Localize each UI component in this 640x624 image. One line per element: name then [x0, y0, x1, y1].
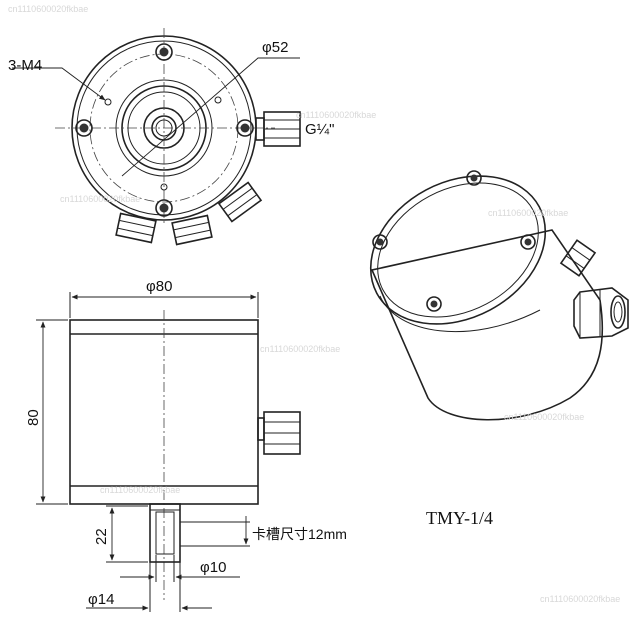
iso-main-fitting — [573, 287, 629, 339]
hole-callout-label: 3-M4 — [8, 57, 42, 74]
watermark-4: cn1110600020fkbae — [260, 344, 340, 354]
watermark-3: cn1110600020fkbae — [488, 208, 568, 218]
iso-body — [370, 229, 604, 421]
fitting-bottom-left — [115, 212, 157, 244]
iso-top-cap — [369, 175, 547, 325]
diameter-52-label: φ52 — [262, 39, 288, 56]
side-port-fitting — [255, 111, 301, 147]
iso-bolt-1 — [466, 170, 482, 186]
iso-bolt-2 — [372, 234, 388, 250]
iso-bolt-4 — [426, 296, 442, 312]
front-view: φ80 80 22 卡 — [25, 278, 347, 612]
top-view: 3-M4 φ52 G¼" — [8, 28, 335, 246]
watermark-7: cn1110600020fkbae — [540, 594, 620, 604]
m4-hole-3 — [160, 183, 168, 191]
stem-diameter-label: φ10 — [200, 559, 226, 576]
iso-top-rim — [377, 182, 539, 318]
front-side-fitting — [257, 411, 301, 455]
stem — [149, 503, 181, 563]
height-label: 80 — [25, 409, 42, 426]
stem-length-label: 22 — [93, 528, 110, 545]
slot-size-label: 卡槽尺寸12mm — [252, 526, 347, 542]
isometric-view — [369, 170, 629, 421]
watermark-6: cn1110600020fkbae — [100, 485, 180, 495]
m4-hole-1 — [104, 98, 112, 106]
fitting-bottom-right — [217, 181, 263, 223]
bolt-hole-top — [155, 43, 173, 61]
watermark-2: cn1110600020fkbae — [60, 194, 140, 204]
iso-bolt-3 — [520, 234, 536, 250]
d52-leader — [121, 57, 300, 177]
watermark-1: cn1110600020fkbae — [8, 4, 88, 14]
bolt-hole-right — [236, 119, 254, 137]
iso-cap-edge — [379, 295, 541, 333]
width-label: φ80 — [146, 278, 172, 295]
port-thread-label: G¼" — [305, 121, 335, 138]
iso-small-fitting — [559, 239, 597, 277]
model-label: TMY-1/4 — [426, 508, 493, 528]
watermark-5: cn1110600020fkbae — [504, 412, 584, 422]
fitting-bottom-mid — [171, 214, 213, 246]
bolt-hole-bottom — [155, 199, 173, 217]
stem-outer-label: φ14 — [88, 591, 114, 608]
m4-leader — [12, 67, 106, 101]
bolt-hole-left — [75, 119, 93, 137]
watermark-8: cn1110600020fkbae — [296, 110, 376, 120]
m4-hole-2 — [214, 96, 222, 104]
